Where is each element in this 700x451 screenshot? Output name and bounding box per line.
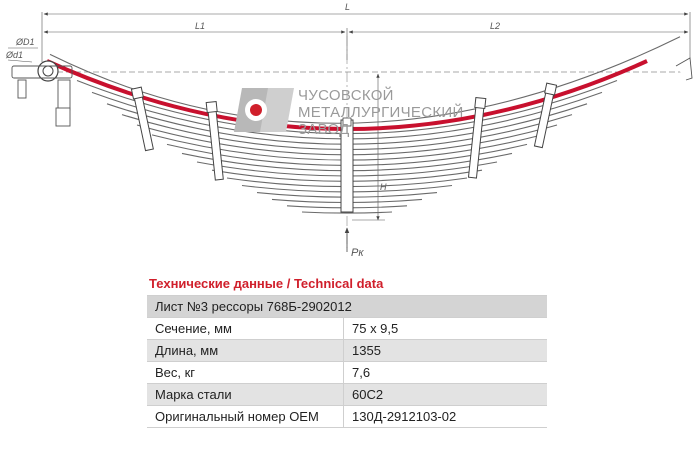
logo-line-1: ЧУСОВСКОЙ	[298, 86, 394, 104]
center-bolt	[340, 117, 354, 213]
company-logo: ЧУСОВСКОЙ МЕТАЛЛУРГИЧЕСКИЙ ЗАВОД	[234, 86, 464, 138]
dim-label-l: L	[345, 2, 350, 12]
leaf-clamp	[130, 86, 154, 152]
dim-label-l2: L2	[490, 21, 500, 31]
logo-mark	[234, 88, 294, 132]
dim-label-d1: ØD1	[15, 37, 35, 47]
spec-row: Марка стали 60С2	[147, 383, 547, 406]
spec-value: 130Д-2912103-02	[343, 405, 547, 428]
spec-label: Длина, мм	[147, 339, 344, 362]
leaf-clamp	[533, 82, 558, 149]
spec-value: 1355	[343, 339, 547, 362]
spec-value: 75 х 9,5	[343, 317, 547, 340]
leaf-clamp	[467, 96, 487, 179]
spec-label: Сечение, мм	[147, 317, 344, 340]
spec-value: 7,6	[343, 361, 547, 384]
right-hook-end	[675, 57, 693, 81]
logo-line-2: МЕТАЛЛУРГИЧЕСКИЙ	[298, 103, 464, 121]
logo-line-3: ЗАВОД	[298, 121, 350, 138]
spec-row: Оригинальный номер OEM 130Д-2912103-02	[147, 405, 547, 428]
spec-table: Лист №3 рессоры 768Б-2902012 Сечение, мм…	[147, 295, 547, 428]
spec-row: Вес, кг 7,6	[147, 361, 547, 384]
spec-value: 60С2	[343, 383, 547, 406]
load-label-pk: Pк	[351, 247, 364, 259]
dimension-lines	[7, 12, 691, 221]
spring-clamps	[130, 82, 558, 181]
spec-label: Марка стали	[147, 383, 344, 406]
spec-row: Длина, мм 1355	[147, 339, 547, 362]
dim-label-d1-small: Ød1	[5, 50, 23, 60]
spec-row: Сечение, мм 75 х 9,5	[147, 317, 547, 340]
spring-eye	[11, 60, 73, 127]
spec-label: Вес, кг	[147, 361, 344, 384]
spec-header-row: Лист №3 рессоры 768Б-2902012	[147, 295, 547, 318]
leaf-spring-drawing: L L1 L2 ØD1 Ød1 H Pк ЧУСОВСКОЙ	[5, 2, 693, 259]
spec-label: Оригинальный номер OEM	[147, 405, 344, 428]
dim-label-l1: L1	[195, 21, 205, 31]
spring-leaf	[301, 211, 393, 214]
spec-title: Технические данные / Technical data	[149, 276, 384, 291]
dim-label-h: H	[380, 182, 387, 192]
spec-header: Лист №3 рессоры 768Б-2902012	[147, 295, 547, 318]
leaf-clamp	[205, 100, 224, 181]
